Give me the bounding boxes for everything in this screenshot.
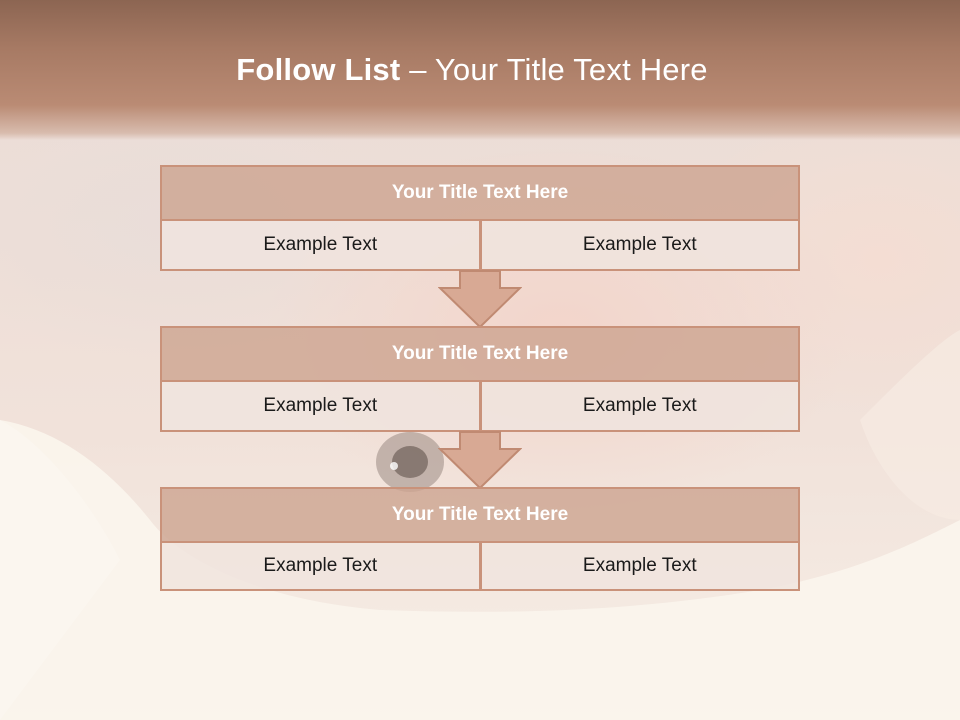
list-block-1: Your Title Text Here Example Text Exampl… [160, 165, 800, 271]
down-arrow-icon [438, 431, 522, 489]
block-title: Your Title Text Here [160, 165, 800, 221]
block-title: Your Title Text Here [160, 487, 800, 543]
block-cell-right: Example Text [480, 382, 800, 432]
block-title: Your Title Text Here [160, 326, 800, 382]
page-title-bold: Follow List [236, 52, 401, 87]
block-cell-left: Example Text [160, 382, 481, 432]
block-row: Example Text Example Text [160, 543, 800, 591]
page-title: Follow List – Your Title Text Here [0, 52, 944, 88]
list-block-2: Your Title Text Here Example Text Exampl… [160, 326, 800, 432]
block-row: Example Text Example Text [160, 221, 800, 271]
list-block-3: Your Title Text Here Example Text Exampl… [160, 487, 800, 591]
block-cell-right: Example Text [480, 543, 800, 591]
block-cell-right: Example Text [480, 221, 800, 271]
block-cell-left: Example Text [160, 543, 481, 591]
page-title-rest: – Your Title Text Here [400, 52, 708, 87]
header-band [0, 0, 960, 140]
block-row: Example Text Example Text [160, 382, 800, 432]
block-cell-left: Example Text [160, 221, 481, 271]
down-arrow-icon [438, 270, 522, 328]
